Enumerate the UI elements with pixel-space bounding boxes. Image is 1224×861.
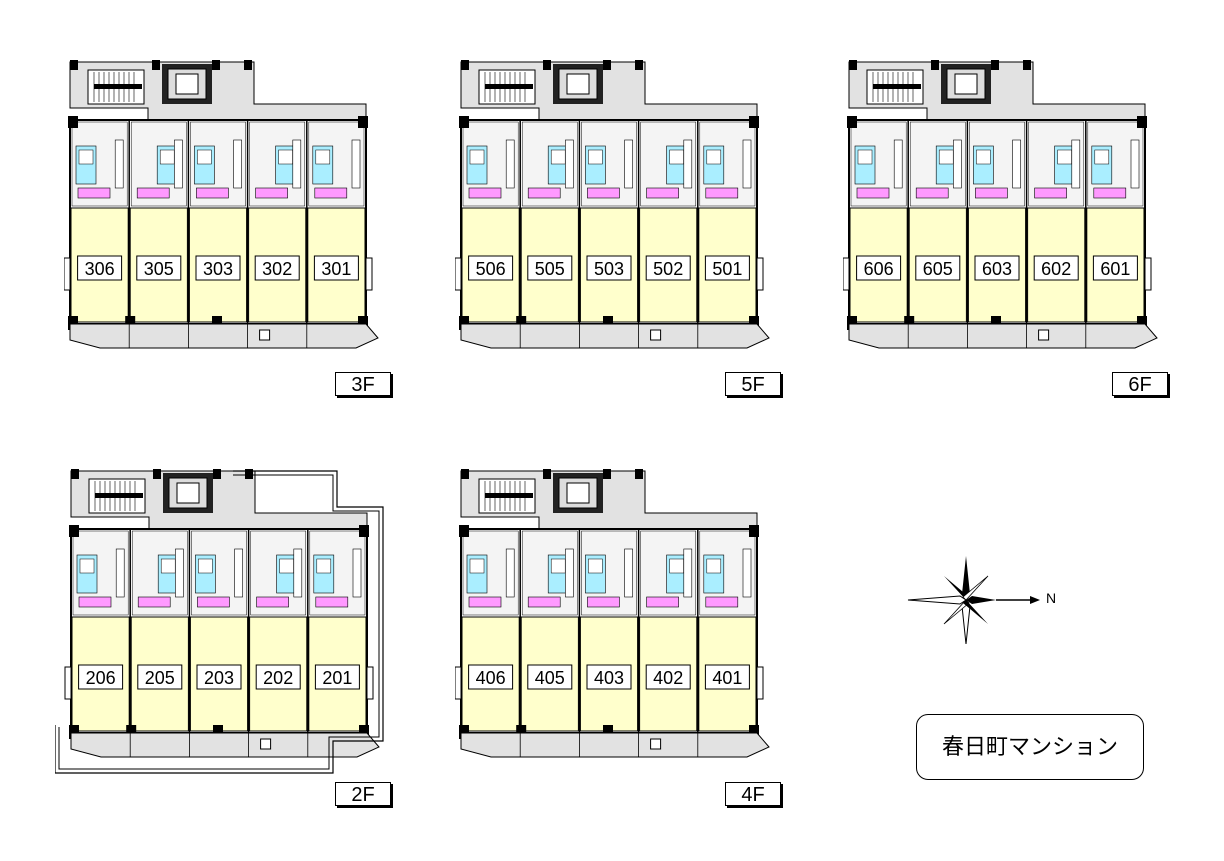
unit-number: 302: [262, 259, 292, 279]
floor-label-5f: 5F: [725, 372, 781, 396]
unit-number: 306: [85, 259, 115, 279]
unit-number: 401: [712, 668, 742, 688]
unit-number: 606: [864, 259, 894, 279]
building-name: 春日町マンション: [916, 714, 1144, 780]
unit-number: 502: [653, 259, 683, 279]
floor-label-4f: 4F: [725, 782, 781, 806]
unit-number: 605: [923, 259, 953, 279]
unit-number: 403: [594, 668, 624, 688]
unit-number: 301: [321, 259, 351, 279]
stair-icon: [478, 478, 536, 514]
unit-number: 206: [86, 668, 116, 688]
stair-icon: [478, 69, 536, 105]
floor-label-3f: 3F: [335, 372, 391, 396]
elevator-icon: [941, 64, 991, 104]
balcony: [69, 323, 379, 349]
unit-number: 501: [712, 259, 742, 279]
floor-plan-3f: 306 305 303 302 301: [64, 60, 379, 349]
stair-icon: [88, 478, 146, 514]
unit-number: 202: [263, 668, 293, 688]
elevator-icon: [553, 64, 603, 104]
floor-plan-6f: 606 605 603 602 601: [843, 60, 1158, 349]
unit-number: 505: [535, 259, 565, 279]
balcony: [460, 323, 770, 349]
unit-number: 203: [204, 668, 234, 688]
floor-plan-4f: 406 405 403 402 401: [455, 469, 770, 758]
balcony: [848, 323, 1158, 349]
stair-icon: [866, 69, 924, 105]
unit-number: 205: [145, 668, 175, 688]
unit-number: 406: [476, 668, 506, 688]
floor-label-6f: 6F: [1112, 372, 1168, 396]
unit-number: 405: [535, 668, 565, 688]
unit-number: 602: [1041, 259, 1071, 279]
unit-number: 503: [594, 259, 624, 279]
floor-plan-2f: 206 205 203 202 201: [55, 469, 384, 774]
balcony: [70, 732, 380, 758]
unit-number: 506: [476, 259, 506, 279]
unit-number: 402: [653, 668, 683, 688]
unit-number: 305: [144, 259, 174, 279]
balcony: [460, 732, 770, 758]
stair-icon: [87, 69, 145, 105]
elevator-icon: [553, 473, 603, 513]
north-label: N: [1046, 590, 1057, 606]
unit-number: 303: [203, 259, 233, 279]
elevator-icon: [163, 473, 213, 513]
unit-number: 201: [322, 668, 352, 688]
compass-rose-icon: [907, 556, 1040, 645]
elevator-icon: [162, 64, 212, 104]
floor-label-2f: 2F: [335, 782, 391, 806]
floor-plan-5f: 506 505 503 502 501: [455, 60, 770, 349]
unit-number: 601: [1100, 259, 1130, 279]
unit-number: 603: [982, 259, 1012, 279]
